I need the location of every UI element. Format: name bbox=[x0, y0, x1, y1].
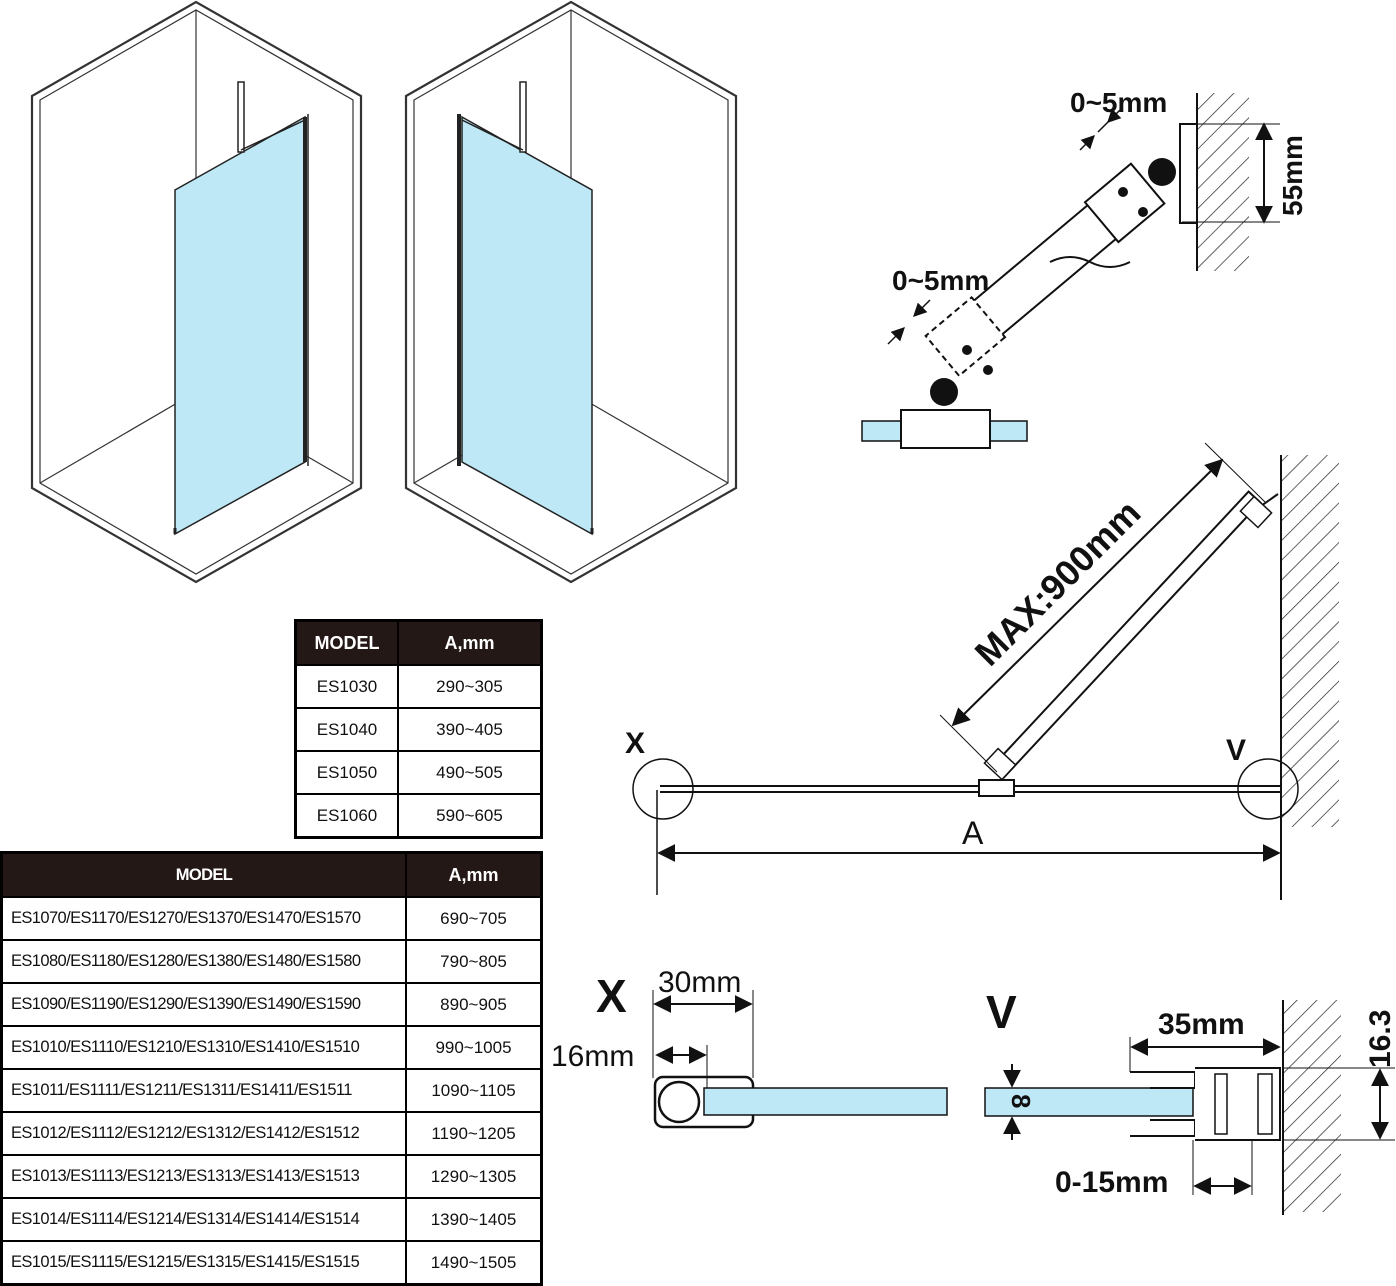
detail-x-circle bbox=[632, 758, 694, 820]
model-cell: ES1014/ES1114/ES1214/ES1314/ES1414/ES151… bbox=[0, 1197, 407, 1242]
center-clamp bbox=[978, 779, 1015, 797]
model-cell: ES1070/ES1170/ES1270/ES1370/ES1470/ES157… bbox=[0, 896, 407, 941]
range-cell: 590~605 bbox=[397, 793, 543, 839]
gap-top-label: 0~5mm bbox=[1070, 87, 1167, 118]
ceiling-rod bbox=[519, 81, 527, 153]
model-cell: ES1010/ES1110/ES1210/ES1310/ES1410/ES151… bbox=[0, 1025, 407, 1070]
table-row: ES1013/ES1113/ES1213/ES1313/ES1413/ES151… bbox=[0, 1154, 543, 1199]
table-row: ES1070/ES1170/ES1270/ES1370/ES1470/ES157… bbox=[0, 896, 543, 941]
header-a-mm: A,mm bbox=[397, 619, 543, 666]
range-cell: 1490~1505 bbox=[405, 1240, 543, 1286]
model-cell: ES1030 bbox=[294, 664, 399, 709]
range-cell: 490~505 bbox=[397, 750, 543, 795]
model-cell: ES1015/ES1115/ES1215/ES1315/ES1415/ES151… bbox=[0, 1240, 407, 1286]
dim-a-label: A bbox=[962, 815, 984, 851]
model-cell: ES1050 bbox=[294, 750, 399, 795]
range-cell: 290~305 bbox=[397, 664, 543, 709]
iso-view-left bbox=[30, 0, 363, 584]
adjustment-label: 0-15mm bbox=[1055, 1166, 1168, 1199]
glass-panel bbox=[461, 115, 593, 536]
height-16-3-label: 16.3 bbox=[1364, 1010, 1396, 1068]
marker-v-label: V bbox=[1226, 734, 1246, 767]
model-cell: ES1013/ES1113/ES1213/ES1313/ES1413/ES151… bbox=[0, 1154, 407, 1199]
plan-view bbox=[632, 442, 1339, 900]
model-cell: ES1040 bbox=[294, 707, 399, 752]
width-30-label: 30mm bbox=[658, 966, 741, 999]
marker-x-label: X bbox=[625, 727, 645, 760]
range-cell: 1090~1105 bbox=[405, 1068, 543, 1113]
model-table-large: MODEL A,mm ES1070/ES1170/ES1270/ES1370/E… bbox=[0, 851, 543, 1286]
model-cell: ES1011/ES1111/ES1211/ES1311/ES1411/ES151… bbox=[0, 1068, 407, 1113]
table-row: ES1014/ES1114/ES1214/ES1314/ES1414/ES151… bbox=[0, 1197, 543, 1242]
table-row: ES1015/ES1115/ES1215/ES1315/ES1415/ES151… bbox=[0, 1240, 543, 1286]
model-cell: ES1080/ES1180/ES1280/ES1380/ES1480/ES158… bbox=[0, 939, 407, 984]
iso-view-right bbox=[404, 0, 738, 584]
range-cell: 890~905 bbox=[405, 982, 543, 1027]
table-row: ES1010/ES1110/ES1210/ES1310/ES1410/ES151… bbox=[0, 1025, 543, 1070]
glass-panel bbox=[174, 115, 306, 536]
wall-height-label: 55mm bbox=[1277, 135, 1308, 216]
range-cell: 1290~1305 bbox=[405, 1154, 543, 1199]
detail-v-circle bbox=[1237, 758, 1299, 820]
ceiling-rod bbox=[237, 81, 245, 153]
model-cell: ES1090/ES1190/ES1290/ES1390/ES1490/ES159… bbox=[0, 982, 407, 1027]
range-cell: 390~405 bbox=[397, 707, 543, 752]
glass-thickness-label: 8 bbox=[1006, 1094, 1036, 1108]
range-cell: 1190~1205 bbox=[405, 1111, 543, 1156]
width-35-label: 35mm bbox=[1158, 1008, 1245, 1041]
detail-v bbox=[984, 1000, 1395, 1215]
gap-mid-label: 0~5mm bbox=[892, 265, 989, 296]
range-cell: 990~1005 bbox=[405, 1025, 543, 1070]
model-cell: ES1060 bbox=[294, 793, 399, 839]
support-bar-detail bbox=[861, 93, 1280, 449]
table-row: ES1012/ES1112/ES1212/ES1312/ES1412/ES151… bbox=[0, 1111, 543, 1156]
table-row: ES1090/ES1190/ES1290/ES1390/ES1490/ES159… bbox=[0, 982, 543, 1027]
table-row: ES1080/ES1180/ES1280/ES1380/ES1480/ES158… bbox=[0, 939, 543, 984]
detail-x bbox=[652, 990, 948, 1129]
header-a-mm: A,mm bbox=[405, 851, 543, 898]
wall-bracket bbox=[1179, 123, 1198, 224]
table-row: ES1011/ES1111/ES1211/ES1311/ES1411/ES151… bbox=[0, 1068, 543, 1113]
model-cell: ES1012/ES1112/ES1212/ES1312/ES1412/ES151… bbox=[0, 1111, 407, 1156]
width-16-label: 16mm bbox=[551, 1040, 634, 1073]
header-model: MODEL bbox=[294, 619, 399, 666]
header-model: MODEL bbox=[0, 851, 407, 898]
detail-x-label: X bbox=[596, 970, 627, 1022]
range-cell: 1390~1405 bbox=[405, 1197, 543, 1242]
glass-clamp bbox=[900, 409, 991, 449]
detail-v-label: V bbox=[986, 986, 1017, 1038]
range-cell: 690~705 bbox=[405, 896, 543, 941]
range-cell: 790~805 bbox=[405, 939, 543, 984]
